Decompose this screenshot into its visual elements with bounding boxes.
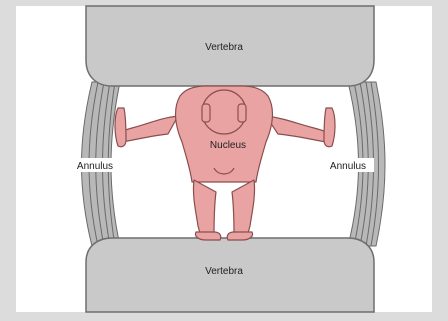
- label-annulus-right: Annulus: [330, 161, 366, 172]
- label-vertebra-bottom: Vertebra: [205, 266, 243, 277]
- label-nucleus: Nucleus: [210, 140, 246, 151]
- label-vertebra-top: Vertebra: [205, 42, 243, 53]
- label-annulus-left: Annulus: [77, 161, 113, 172]
